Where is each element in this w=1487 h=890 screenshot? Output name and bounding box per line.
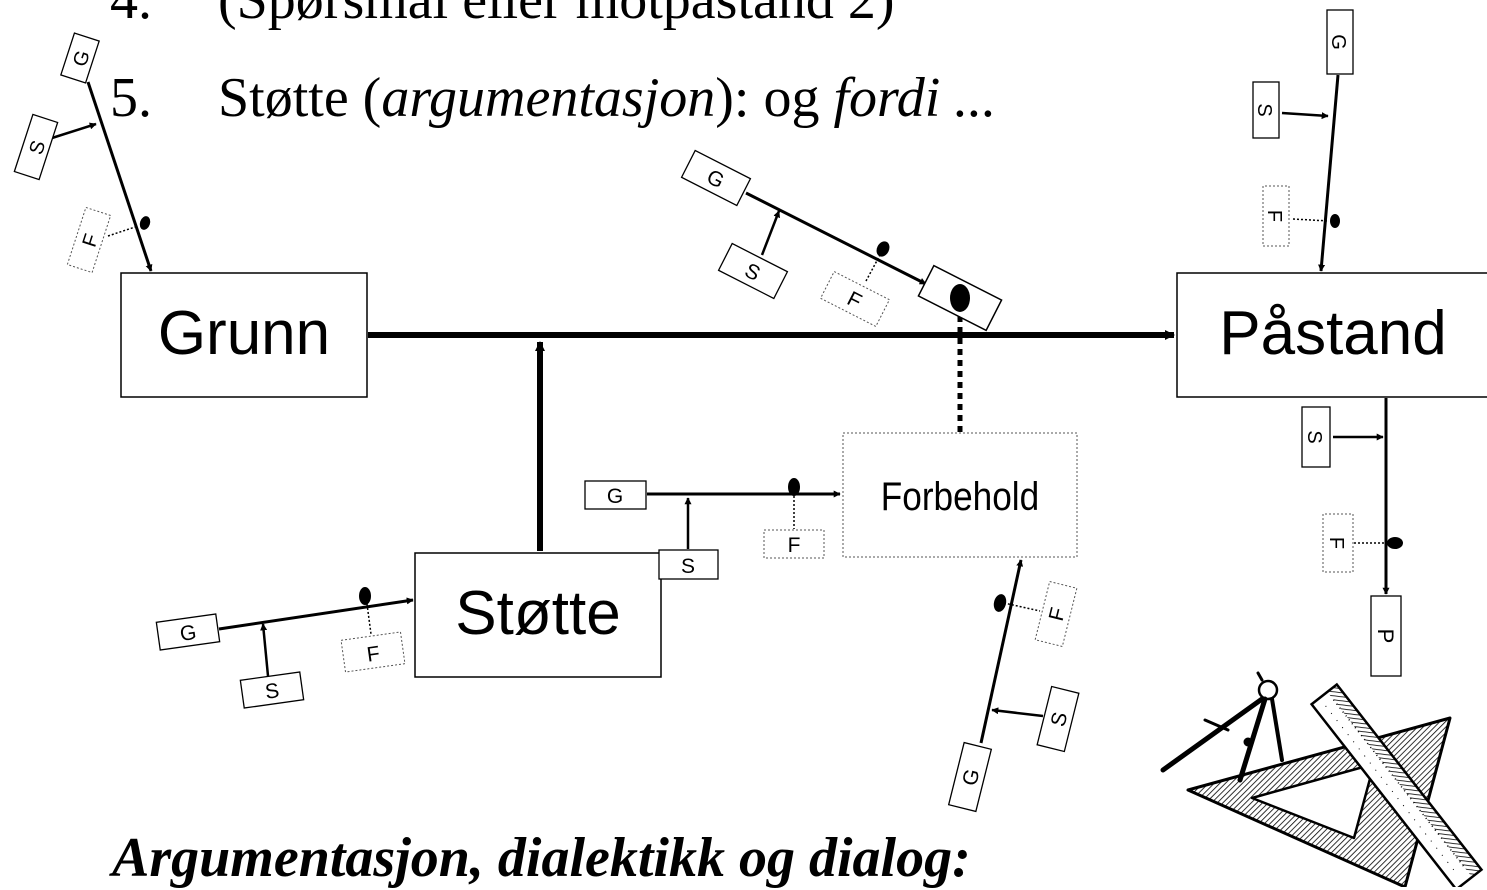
qualifier-label: F [365,642,381,667]
ground-label: G [958,767,984,788]
support-label: S [1047,710,1073,729]
qualifier-label: F [1325,537,1347,549]
pastand-label: Påstand [1219,299,1447,368]
ground-label: G [607,485,623,508]
grunn-label: Grunn [158,299,330,368]
ground-label: G [1327,34,1349,50]
pastand-node: Påstand [1176,272,1487,398]
qualifier-label: F [788,534,801,557]
mini-argument-qualifier: G S F [680,149,1003,332]
claim-label: P [1373,629,1398,644]
forbehold-label: Forbehold [881,474,1039,519]
list-text-suffix: fordi ... [833,67,997,129]
support-label: S [1253,103,1275,116]
mini-argument-stotte: G S F [155,587,414,709]
support-label: S [264,679,281,704]
stotte-label: Støtte [455,579,620,648]
grunn-node: Grunn [120,272,368,398]
support-label: S [1303,430,1325,443]
ground-label: G [179,621,198,646]
list-number: 5. [110,67,152,129]
list-item-4: 4. (Spørsmål eller motpåstand 2) [110,0,895,32]
mini-argument-forbehold-bottom: G S F [947,559,1080,813]
list-item-5: 5. Støtte (argumentasjon): og fordi ... [110,66,996,130]
forbehold-node: Forbehold [842,432,1078,558]
list-text-prefix: Støtte ( [218,67,382,129]
support-label: S [681,555,695,578]
list-number: 4. [110,0,152,31]
ground-label: G [69,48,95,70]
list-text: (Spørsmål eller motpåstand 2) [218,0,895,31]
list-text-term: argumentasjon [381,67,716,129]
qualifier-label: F [1045,605,1070,623]
support-label: S [25,138,50,157]
slide-caption: Argumentasjon, dialektikk og dialog: [112,827,971,889]
mini-argument-pastand-bottom: S F P [1301,398,1403,677]
mini-argument-forbehold: G S F [584,478,841,580]
mini-argument-grunn: G S F [13,32,153,274]
list-text-middle: ): og [715,67,834,129]
mini-argument-pastand-top: G S F [1252,9,1354,272]
qualifier-label: F [1263,210,1285,222]
drafting-tools-illustration [1160,671,1484,887]
stotte-node: Støtte [414,552,662,678]
